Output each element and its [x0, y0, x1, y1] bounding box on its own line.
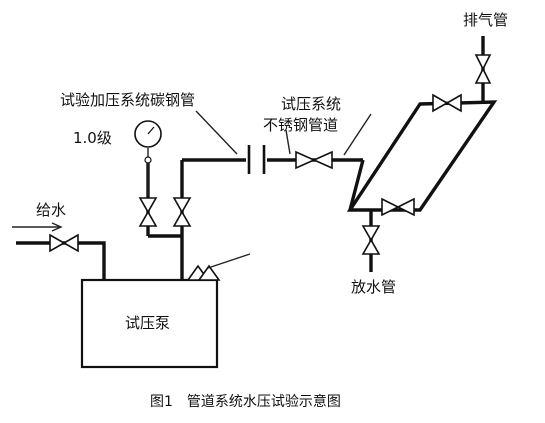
vent-valve-bottom [474, 67, 492, 84]
loop-top-valve-right [445, 93, 462, 113]
outlet-valve-top [172, 197, 192, 214]
outlet-valve-bottom [172, 210, 192, 227]
gauge-siphon [144, 156, 152, 164]
test-pump-label: 试压泵 [125, 314, 170, 332]
water-supply-arrow-head [51, 222, 63, 232]
drain-pipe-label: 放水管 [351, 278, 396, 296]
loop-bottom-valve-right [396, 197, 415, 217]
stainless-pipe-label: 不锈钢管道 [263, 116, 338, 134]
gauge-grade-label: 1.0级 [73, 129, 112, 147]
water-supply-valve-right [62, 233, 79, 253]
vent-pipe-label: 排气管 [463, 11, 508, 29]
drain-valve-bottom [361, 238, 381, 255]
water-supply-pipe [16, 241, 106, 280]
loop-inner-line [348, 159, 365, 211]
test-pipeline-loop [346, 100, 498, 212]
drain-valve-top [361, 225, 381, 242]
pressure-system-leader-b [343, 113, 372, 156]
test-pump-box [80, 278, 219, 369]
relief-valve-right [197, 264, 221, 281]
gauge-line-valve-bottom [138, 210, 158, 227]
main-test-valve-right [312, 150, 333, 170]
relief-valve-lever [207, 253, 251, 269]
loop-bottom-valve [381, 197, 400, 217]
figure-caption: 图1 管道系统水压试验示意图 [150, 393, 341, 410]
carbon-steel-pipe-label: 试验加压系统碳钢管 [60, 91, 195, 109]
water-supply-valve [49, 233, 66, 253]
carbon-steel-leader [195, 110, 238, 155]
loop-top-valve [432, 93, 449, 113]
main-test-valve [295, 150, 316, 170]
water-supply-label: 给水 [36, 201, 66, 219]
vent-valve-top [474, 54, 492, 71]
pressure-system-leader-a [285, 129, 291, 155]
pressure-gauge-needle [147, 126, 155, 135]
gauge-line-valve-top [138, 197, 158, 214]
pressure-system-label: 试压系统 [281, 95, 341, 113]
